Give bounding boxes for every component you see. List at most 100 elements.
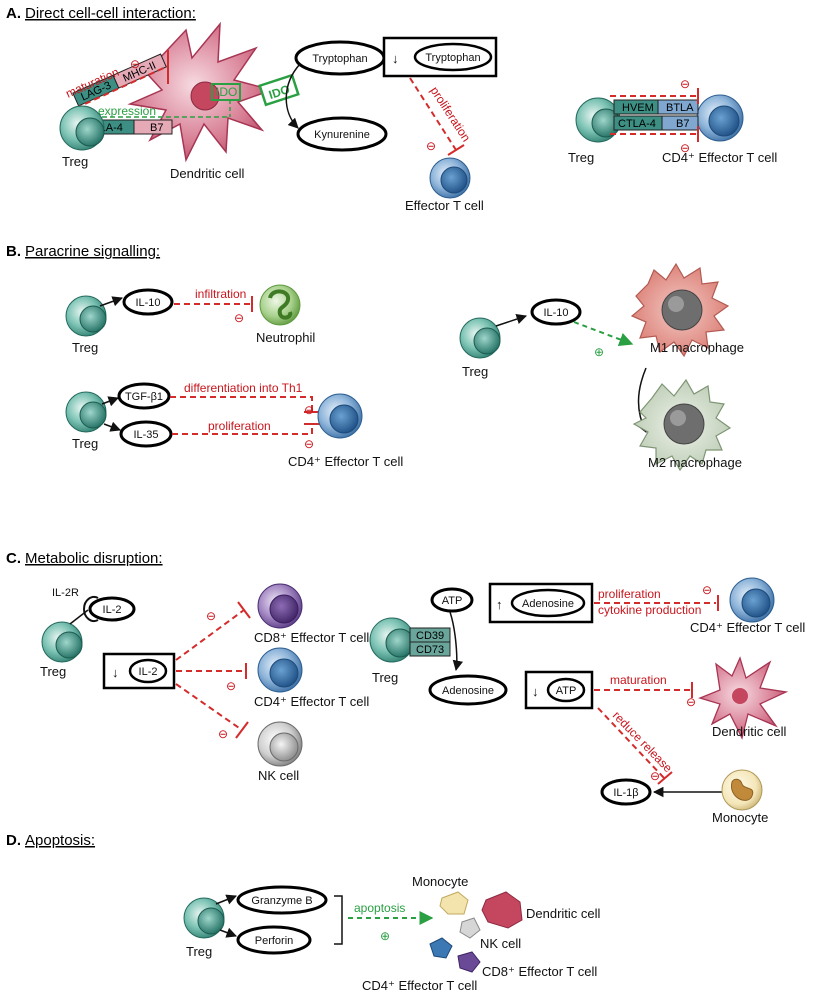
cd4-effector-cell-a <box>696 94 744 142</box>
reduce-release-minus: ⊖ <box>650 769 660 783</box>
nk-fragment <box>459 917 481 939</box>
treg-label-c1: Treg <box>40 664 66 679</box>
dendritic-cell-c <box>698 656 789 740</box>
dendritic-cell-label: Dendritic cell <box>170 166 245 181</box>
treg-to-granzyme-arrow <box>215 894 237 905</box>
ido-label-outer: IDO <box>267 82 292 102</box>
nk-cell-c <box>257 721 303 767</box>
proliferation-label-b: proliferation <box>208 419 271 433</box>
low-tryptophan-label: Tryptophan <box>425 52 480 64</box>
expression-label: expression <box>98 104 156 118</box>
section-a-title: Direct cell-cell interaction: <box>25 5 196 22</box>
treg-label-b1: Treg <box>72 340 98 355</box>
treg-cell-b3 <box>459 317 501 359</box>
cd39-label: CD39 <box>416 630 444 642</box>
m1-macrophage <box>630 262 730 358</box>
low-tryptophan-oval <box>413 42 493 72</box>
dendritic-cell-nucleus <box>190 81 220 111</box>
cd4-effector-label-a: CD4⁺ Effector T cell <box>662 150 777 165</box>
adenosine-proliferation-label: proliferation <box>598 587 661 601</box>
tgfb-label: TGF-β1 <box>125 391 163 403</box>
cd4-effector-cell-c <box>257 647 303 693</box>
cd8-label-d: CD8⁺ Effector T cell <box>482 964 597 979</box>
cd4-effector-label-b: CD4⁺ Effector T cell <box>288 454 403 469</box>
il10-oval-b3 <box>530 298 582 326</box>
b7-ligand <box>133 119 173 135</box>
il2-nk-inhibit-bar <box>235 721 249 739</box>
section-d-title: Apoptosis: <box>25 832 95 849</box>
atp-maturation-minus: ⊖ <box>686 695 696 709</box>
kynurenine-label: Kynurenine <box>314 129 370 141</box>
cd4-fragment <box>429 937 453 959</box>
atp-oval-c <box>430 587 474 613</box>
section-c-title: Metabolic disruption: <box>25 550 163 567</box>
treg-label-b2: Treg <box>72 436 98 451</box>
treg-label-d: Treg <box>186 944 212 959</box>
neutrophil-cell <box>259 284 301 326</box>
treg-cell-a <box>59 105 105 151</box>
il2-cd4-minus: ⊖ <box>226 679 236 693</box>
low-il2-label: IL-2 <box>139 666 158 678</box>
treg-cell-c2 <box>369 617 415 663</box>
low-tryptophan-arrow: ↓ <box>392 51 399 66</box>
atp-maturation-label: maturation <box>610 673 667 687</box>
high-adenosine-oval <box>510 588 586 618</box>
ctla4-minus: ⊖ <box>680 141 690 155</box>
il2r-receptor <box>83 596 99 622</box>
tryptophan-to-kynurenine-arrow <box>285 63 301 129</box>
differentiation-minus: ⊖ <box>304 403 314 417</box>
btla-ligand <box>657 99 699 115</box>
cd4-effector-label-c2: CD4⁺ Effector T cell <box>690 620 805 635</box>
differentiation-label: differentiation into Th1 <box>184 381 303 395</box>
treg-cell-b2 <box>65 391 107 433</box>
ido-label-inner: IDO <box>216 85 237 99</box>
b7-ligand-2 <box>661 115 699 131</box>
il1b-oval <box>600 778 652 806</box>
proliferation-inhibit-bar-a <box>447 144 465 156</box>
cd4-effector-cell-b <box>317 393 363 439</box>
high-adenosine-arrow: ↑ <box>496 597 503 612</box>
effector-t-cell-label-a: Effector T cell <box>405 198 484 213</box>
treg-cell-b1 <box>65 295 107 337</box>
treg-to-tgfb-arrow <box>101 396 119 407</box>
cd73-label: CD73 <box>416 644 444 656</box>
il2-cd8-minus: ⊖ <box>206 609 216 623</box>
treg-cell-d <box>183 897 225 939</box>
section-b: B. Paracrine signalling: Treg IL-10 infi… <box>6 243 744 472</box>
il2-oval-c1 <box>88 596 136 622</box>
low-il2-oval <box>128 658 168 684</box>
apoptosis-label: apoptosis <box>354 901 405 915</box>
adenosine-oval <box>428 674 508 706</box>
cd4-label-d: CD4⁺ Effector T cell <box>362 978 477 993</box>
monocyte-cell-c <box>721 769 763 811</box>
section-a-letter: A. <box>6 5 21 22</box>
cd8-effector-cell-c <box>257 583 303 629</box>
dendritic-label-d: Dendritic cell <box>526 906 601 921</box>
treg-label-b3: Treg <box>462 364 488 379</box>
il2-cd8-inhibit-line <box>175 609 245 661</box>
section-d-letter: D. <box>6 832 21 849</box>
treg-to-il10-arrow-b3 <box>495 314 527 327</box>
perforin-label: Perforin <box>255 935 294 947</box>
infiltration-minus: ⊖ <box>234 311 244 325</box>
b7-label-2: B7 <box>676 118 689 130</box>
low-atp-label: ATP <box>556 685 577 697</box>
il2-label-c1: IL-2 <box>103 604 122 616</box>
dendritic-cell-a <box>127 21 275 163</box>
proliferation-label-a: proliferation <box>427 84 473 144</box>
apoptosis-plus: ⊕ <box>380 929 390 943</box>
section-b-letter: B. <box>6 243 21 260</box>
low-atp-oval <box>546 677 586 703</box>
neutrophil-label: Neutrophil <box>256 330 315 345</box>
reduce-release-label: reduce release <box>610 708 675 775</box>
nk-label-d: NK cell <box>480 936 521 951</box>
m2-macrophage <box>632 378 732 472</box>
proliferation-minus-b: ⊖ <box>304 437 314 451</box>
dendritic-fragment <box>481 891 523 929</box>
effector-t-cell-a <box>429 157 471 199</box>
il10-oval-b1 <box>122 288 174 316</box>
section-c-letter: C. <box>6 550 21 567</box>
treg-label-a2: Treg <box>568 150 594 165</box>
ido-box-inner <box>211 83 241 101</box>
